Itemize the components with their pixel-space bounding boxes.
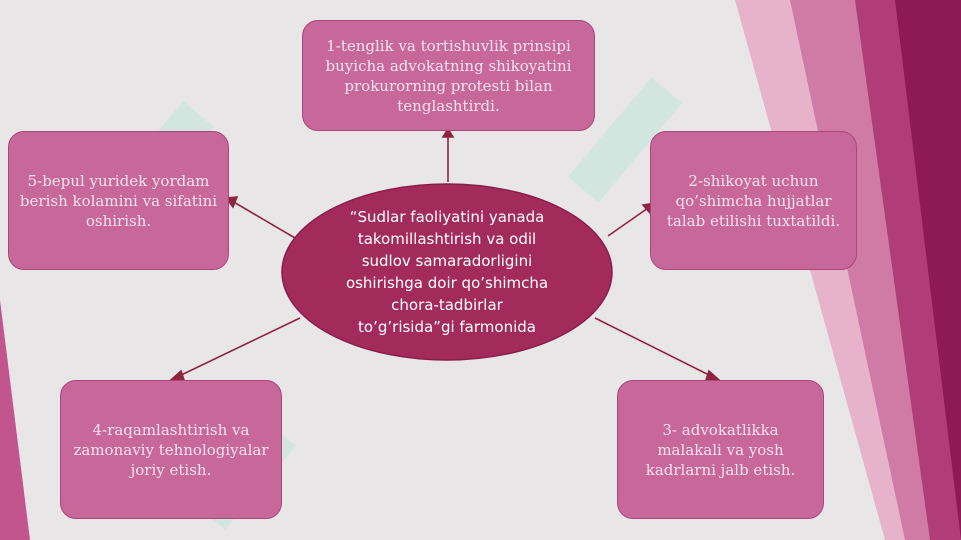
node-1-text: 1-tenglik va tortishuvlik prinsipi buyic…: [325, 36, 572, 115]
node-5: 5-bepul yuridek yordam berish kolamini v…: [8, 131, 229, 270]
node-2: 2-shikoyat uchun qo’shimcha hujjatlar ta…: [650, 131, 857, 270]
arrow-to-node-5: [231, 200, 296, 239]
node-4: 4-raqamlashtirish va zamonaviy tehnologi…: [60, 380, 282, 519]
node-3-text: 3- advokatlikka malakali va yosh kadrlar…: [645, 420, 796, 479]
arrow-to-node-4: [174, 317, 301, 379]
arrow-to-node-3: [594, 317, 716, 379]
node-3: 3- advokatlikka malakali va yosh kadrlar…: [617, 380, 824, 519]
center-topic: “Sudlar faoliyatini yanada takomillashti…: [282, 182, 612, 362]
node-1: 1-tenglik va tortishuvlik prinsipi buyic…: [302, 20, 595, 131]
center-ellipse: [281, 183, 613, 361]
node-5-text: 5-bepul yuridek yordam berish kolamini v…: [19, 171, 218, 230]
node-4-text: 4-raqamlashtirish va zamonaviy tehnologi…: [73, 420, 269, 479]
center-text: “Sudlar faoliyatini yanada takomillashti…: [345, 208, 549, 336]
node-2-text: 2-shikoyat uchun qo’shimcha hujjatlar ta…: [666, 171, 841, 230]
arrow-to-node-2: [607, 207, 649, 237]
